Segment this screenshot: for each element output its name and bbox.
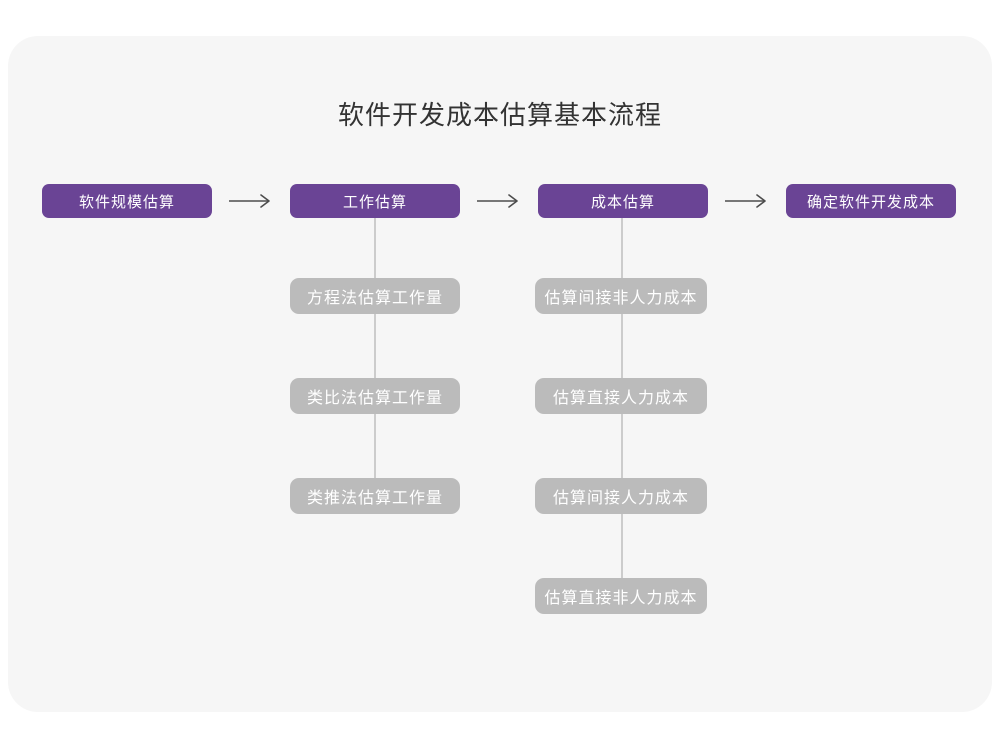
diagram-title: 软件开发成本估算基本流程: [337, 100, 662, 130]
cost-step-indirect-non-labor: 估算间接非人力成本: [535, 278, 707, 314]
flow-arrow-3: [724, 193, 768, 209]
connector-line-work: [374, 218, 376, 496]
flow-step-software-scale-estimation: 软件规模估算: [42, 184, 212, 218]
flow-step-cost-estimation: 成本估算: [538, 184, 708, 218]
cost-step-indirect-labor: 估算间接人力成本: [535, 478, 707, 514]
flow-arrow-2: [476, 193, 520, 209]
cost-step-direct-labor: 估算直接人力成本: [535, 378, 707, 414]
flow-step-determine-development-cost: 确定软件开发成本: [786, 184, 956, 218]
work-method-equation: 方程法估算工作量: [290, 278, 460, 314]
flow-step-work-estimation: 工作估算: [290, 184, 460, 218]
work-method-extrapolation: 类推法估算工作量: [290, 478, 460, 514]
diagram-canvas: [8, 36, 992, 712]
flow-arrow-1: [228, 193, 272, 209]
cost-step-direct-non-labor: 估算直接非人力成本: [535, 578, 707, 614]
work-method-analogy: 类比法估算工作量: [290, 378, 460, 414]
